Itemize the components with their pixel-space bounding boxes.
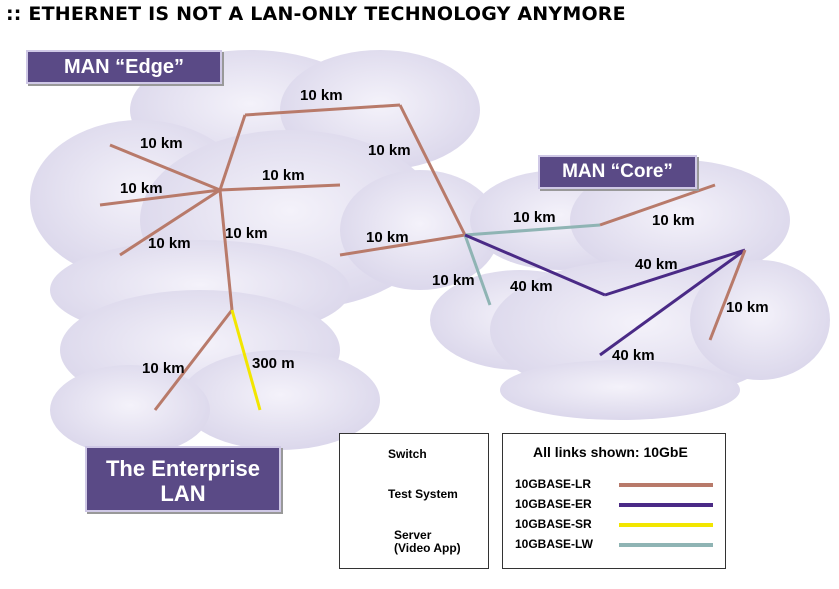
label-s2-s3: 10 km xyxy=(300,87,343,104)
legend-server-line1: Server xyxy=(394,528,432,542)
link-s1-s2 xyxy=(218,114,247,191)
link-s1-s5 xyxy=(218,189,234,311)
label-s6-s8: 40 km xyxy=(510,278,553,295)
legend-server-label: Server (Video App) xyxy=(394,529,461,555)
link-s7-t5 xyxy=(599,183,716,227)
link-t3-s1 xyxy=(119,188,221,257)
legend-link-sr-swatch xyxy=(619,523,713,527)
label-s7-t5: 10 km xyxy=(652,212,695,229)
links xyxy=(99,103,747,411)
label-s6-s7: 10 km xyxy=(513,209,556,226)
label-s1-s5: 10 km xyxy=(225,225,268,242)
link-s8-s9 xyxy=(604,248,746,297)
label-s3-s6: 10 km xyxy=(368,142,411,159)
label-s8-s9: 40 km xyxy=(635,256,678,273)
enterprise-lan-label: The Enterprise LAN xyxy=(85,446,281,512)
legend-server-line2: (Video App) xyxy=(394,541,461,555)
cloud-enterprise-lan xyxy=(50,290,380,455)
legend-link-sr-label: 10GBASE-SR xyxy=(515,517,592,531)
label-s9-s10: 10 km xyxy=(726,299,769,316)
link-s6-t4 xyxy=(463,234,492,306)
link-s9-s10 xyxy=(708,249,747,341)
label-t7-s5: 10 km xyxy=(142,360,185,377)
man-core-label: MAN “Core” xyxy=(538,155,697,189)
legend-switch-icon xyxy=(364,454,366,456)
label-s1-s4: 10 km xyxy=(262,167,305,184)
link-t2-s1 xyxy=(99,188,221,207)
link-t6-s9 xyxy=(599,248,746,357)
legend-test-system-icon xyxy=(365,495,367,497)
legend-server-icon xyxy=(364,538,365,539)
man-edge-label: MAN “Edge” xyxy=(26,50,222,84)
legend-icons: Switch Test System Server (Video App) xyxy=(339,433,489,569)
link-s2-s3 xyxy=(244,103,401,117)
link-s6-s8 xyxy=(464,233,606,297)
link-labels: 10 km 10 km 10 km 10 km 10 km 10 km 10 k… xyxy=(120,87,769,377)
label-t3-s1: 10 km xyxy=(148,235,191,252)
link-s3-s6 xyxy=(398,104,467,236)
legend-link-er-label: 10GBASE-ER xyxy=(515,497,592,511)
enterprise-lan-line1: The Enterprise xyxy=(105,456,261,481)
label-t1-s1: 10 km xyxy=(140,135,183,152)
legend-switch-label: Switch xyxy=(388,447,427,461)
legend-links: All links shown: 10GbE 10GBASE-LR 10GBAS… xyxy=(502,433,726,569)
page-title: :: ETHERNET IS NOT A LAN-ONLY TECHNOLOGY… xyxy=(6,3,626,25)
cloud-man-edge xyxy=(30,50,500,340)
link-s5-server2 xyxy=(230,309,262,411)
link-s6-s7 xyxy=(464,223,601,237)
enterprise-lan-line2: LAN xyxy=(160,481,206,506)
label-server1-s6: 10 km xyxy=(366,229,409,246)
legend-link-lw-swatch xyxy=(619,543,713,547)
legend-links-title: All links shown: 10GbE xyxy=(533,444,688,460)
link-s1-s4 xyxy=(219,183,341,192)
label-s5-server2: 300 m xyxy=(252,355,295,372)
link-server1-s6 xyxy=(339,233,466,257)
legend-link-lr-label: 10GBASE-LR xyxy=(515,477,592,491)
legend-test-system-label: Test System xyxy=(388,487,458,501)
cloud-man-core xyxy=(430,160,830,420)
legend-link-lr-swatch xyxy=(619,483,713,487)
label-t6-s9: 40 km xyxy=(612,347,655,364)
link-t1-s1 xyxy=(109,143,221,192)
label-s6-t4: 10 km xyxy=(432,272,475,289)
legend-link-lw-label: 10GBASE-LW xyxy=(515,537,594,551)
legend-link-er-swatch xyxy=(619,503,713,507)
label-t2-s1: 10 km xyxy=(120,180,163,197)
link-t7-s5 xyxy=(153,309,234,411)
